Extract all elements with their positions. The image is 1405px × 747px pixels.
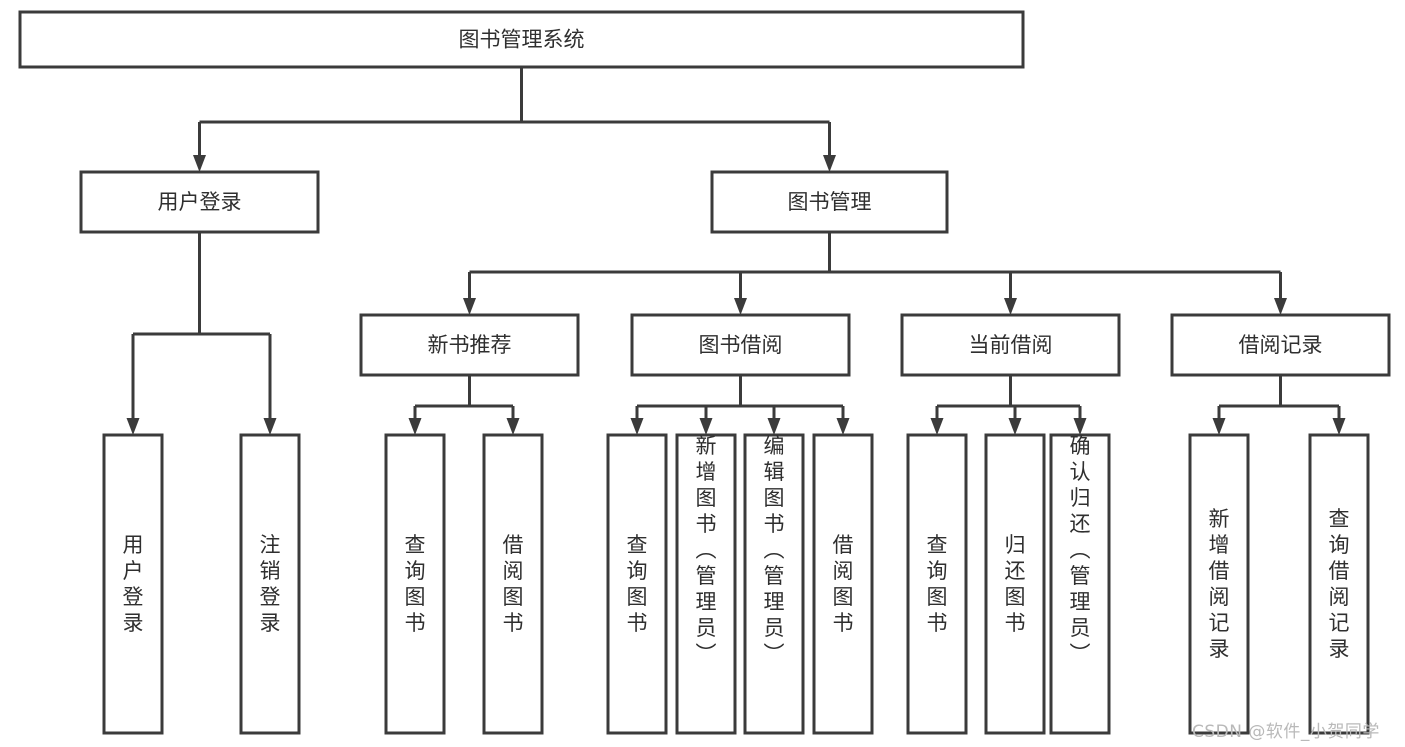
- arrowhead-icon: [506, 418, 520, 435]
- arrowhead-icon: [767, 418, 781, 435]
- node-label: 查询借阅记录: [1329, 507, 1350, 661]
- node-current-borrow[interactable]: 当前借阅: [900, 313, 1121, 377]
- arrowhead-icon: [193, 155, 206, 172]
- node-box[interactable]: [743, 433, 805, 735]
- node-leaf-query-book-2[interactable]: 查询图书: [606, 433, 668, 735]
- node-leaf-add-book[interactable]: 新增图书︵管理员︶: [675, 433, 737, 735]
- node-leaf-query-record[interactable]: 查询借阅记录: [1308, 433, 1370, 735]
- connector-group: [463, 232, 1287, 315]
- node-leaf-add-record[interactable]: 新增借阅记录: [1188, 433, 1250, 735]
- node-box[interactable]: [630, 313, 851, 377]
- node-label: 查询图书: [627, 533, 648, 635]
- node-box[interactable]: [384, 433, 446, 735]
- arrowhead-icon: [408, 418, 422, 435]
- node-label: 归还图书: [1005, 533, 1026, 635]
- node-leaf-confirm-return[interactable]: 确认归还︵管理员︶: [1049, 433, 1111, 735]
- node-label: 新书推荐: [428, 333, 512, 357]
- connector-group: [193, 67, 836, 172]
- node-box[interactable]: [1188, 433, 1250, 735]
- node-box[interactable]: [812, 433, 874, 735]
- connector-group: [126, 232, 277, 435]
- node-label: 图书管理: [788, 190, 872, 214]
- node-label: 注销登录: [260, 533, 281, 635]
- node-box[interactable]: [900, 313, 1121, 377]
- connector-group: [1212, 375, 1346, 435]
- arrowhead-icon: [630, 418, 644, 435]
- node-label: 查询图书: [927, 533, 948, 635]
- node-root[interactable]: 图书管理系统: [18, 10, 1025, 69]
- node-label: 图书借阅: [699, 333, 783, 357]
- arrowhead-icon: [836, 418, 850, 435]
- node-borrow-record[interactable]: 借阅记录: [1170, 313, 1391, 377]
- node-box[interactable]: [675, 433, 737, 735]
- node-box[interactable]: [710, 170, 949, 234]
- node-leaf-query-book-1[interactable]: 查询图书: [384, 433, 446, 735]
- node-box[interactable]: [906, 433, 968, 735]
- arrowhead-icon: [1004, 298, 1017, 315]
- arrowhead-icon: [1212, 418, 1226, 435]
- connector-group: [408, 375, 520, 435]
- node-leaf-edit-book[interactable]: 编辑图书︵管理员︶: [743, 433, 805, 735]
- node-box[interactable]: [606, 433, 668, 735]
- node-label: 图书管理系统: [459, 28, 585, 52]
- node-box[interactable]: [1049, 433, 1111, 735]
- node-box[interactable]: [359, 313, 580, 377]
- node-new-book-rec[interactable]: 新书推荐: [359, 313, 580, 377]
- node-box[interactable]: [102, 433, 164, 735]
- node-label: 查询图书: [405, 533, 426, 635]
- node-user-login[interactable]: 用户登录: [79, 170, 320, 234]
- node-leaf-return-book[interactable]: 归还图书: [984, 433, 1046, 735]
- connector-group: [630, 375, 850, 435]
- node-label: 借阅图书: [833, 533, 854, 635]
- node-box[interactable]: [79, 170, 320, 234]
- connector-group: [930, 375, 1087, 435]
- node-label: 用户登录: [158, 190, 242, 214]
- node-label: 借阅记录: [1239, 333, 1323, 357]
- node-label: 编辑图书︵管理员︶: [764, 434, 785, 666]
- node-label: 用户登录: [123, 533, 144, 635]
- node-label: 确认归还︵管理员︶: [1070, 434, 1091, 666]
- node-box[interactable]: [984, 433, 1046, 735]
- arrowhead-icon: [1073, 418, 1087, 435]
- arrowhead-icon: [263, 418, 277, 435]
- node-box[interactable]: [1308, 433, 1370, 735]
- node-leaf-borrow-book-1[interactable]: 借阅图书: [482, 433, 544, 735]
- node-leaf-query-book-3[interactable]: 查询图书: [906, 433, 968, 735]
- node-box[interactable]: [18, 10, 1025, 69]
- arrowhead-icon: [930, 418, 944, 435]
- node-label: 新增图书︵管理员︶: [696, 434, 717, 666]
- arrowhead-icon: [823, 155, 836, 172]
- node-label: 当前借阅: [969, 333, 1053, 357]
- arrowhead-icon: [463, 298, 476, 315]
- node-book-borrow[interactable]: 图书借阅: [630, 313, 851, 377]
- arrowhead-icon: [734, 298, 747, 315]
- node-box[interactable]: [482, 433, 544, 735]
- node-label: 借阅图书: [503, 533, 524, 635]
- arrowhead-icon: [126, 418, 140, 435]
- arrowhead-icon: [1008, 418, 1022, 435]
- node-box[interactable]: [1170, 313, 1391, 377]
- node-label: 新增借阅记录: [1209, 507, 1230, 661]
- node-box[interactable]: [239, 433, 301, 735]
- node-leaf-user-logout[interactable]: 注销登录: [239, 433, 301, 735]
- node-leaf-borrow-book-2[interactable]: 借阅图书: [812, 433, 874, 735]
- node-book-manage[interactable]: 图书管理: [710, 170, 949, 234]
- node-leaf-user-login[interactable]: 用户登录: [102, 433, 164, 735]
- arrowhead-icon: [1274, 298, 1287, 315]
- arrowhead-icon: [699, 418, 713, 435]
- arrowhead-icon: [1332, 418, 1346, 435]
